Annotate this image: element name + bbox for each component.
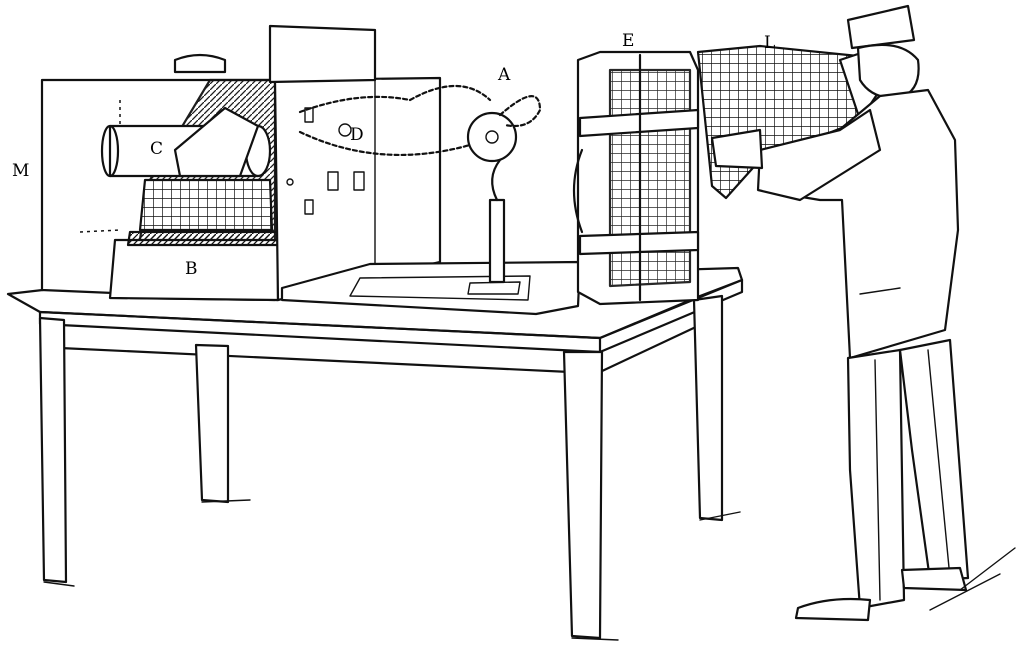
rotating-disc-apparatus: [298, 84, 542, 284]
label-l: L: [764, 33, 775, 53]
base-plate: [280, 260, 582, 316]
transmitter-cabinet: [40, 24, 442, 302]
label-c: C: [150, 139, 163, 159]
table: [6, 266, 744, 641]
label-d: D: [350, 125, 364, 145]
observer-figure: [696, 4, 1016, 622]
receiver-case: [572, 50, 700, 306]
label-b: B: [185, 259, 198, 279]
label-m: M: [12, 161, 29, 181]
label-a: A: [497, 65, 511, 85]
label-e: E: [622, 31, 634, 51]
